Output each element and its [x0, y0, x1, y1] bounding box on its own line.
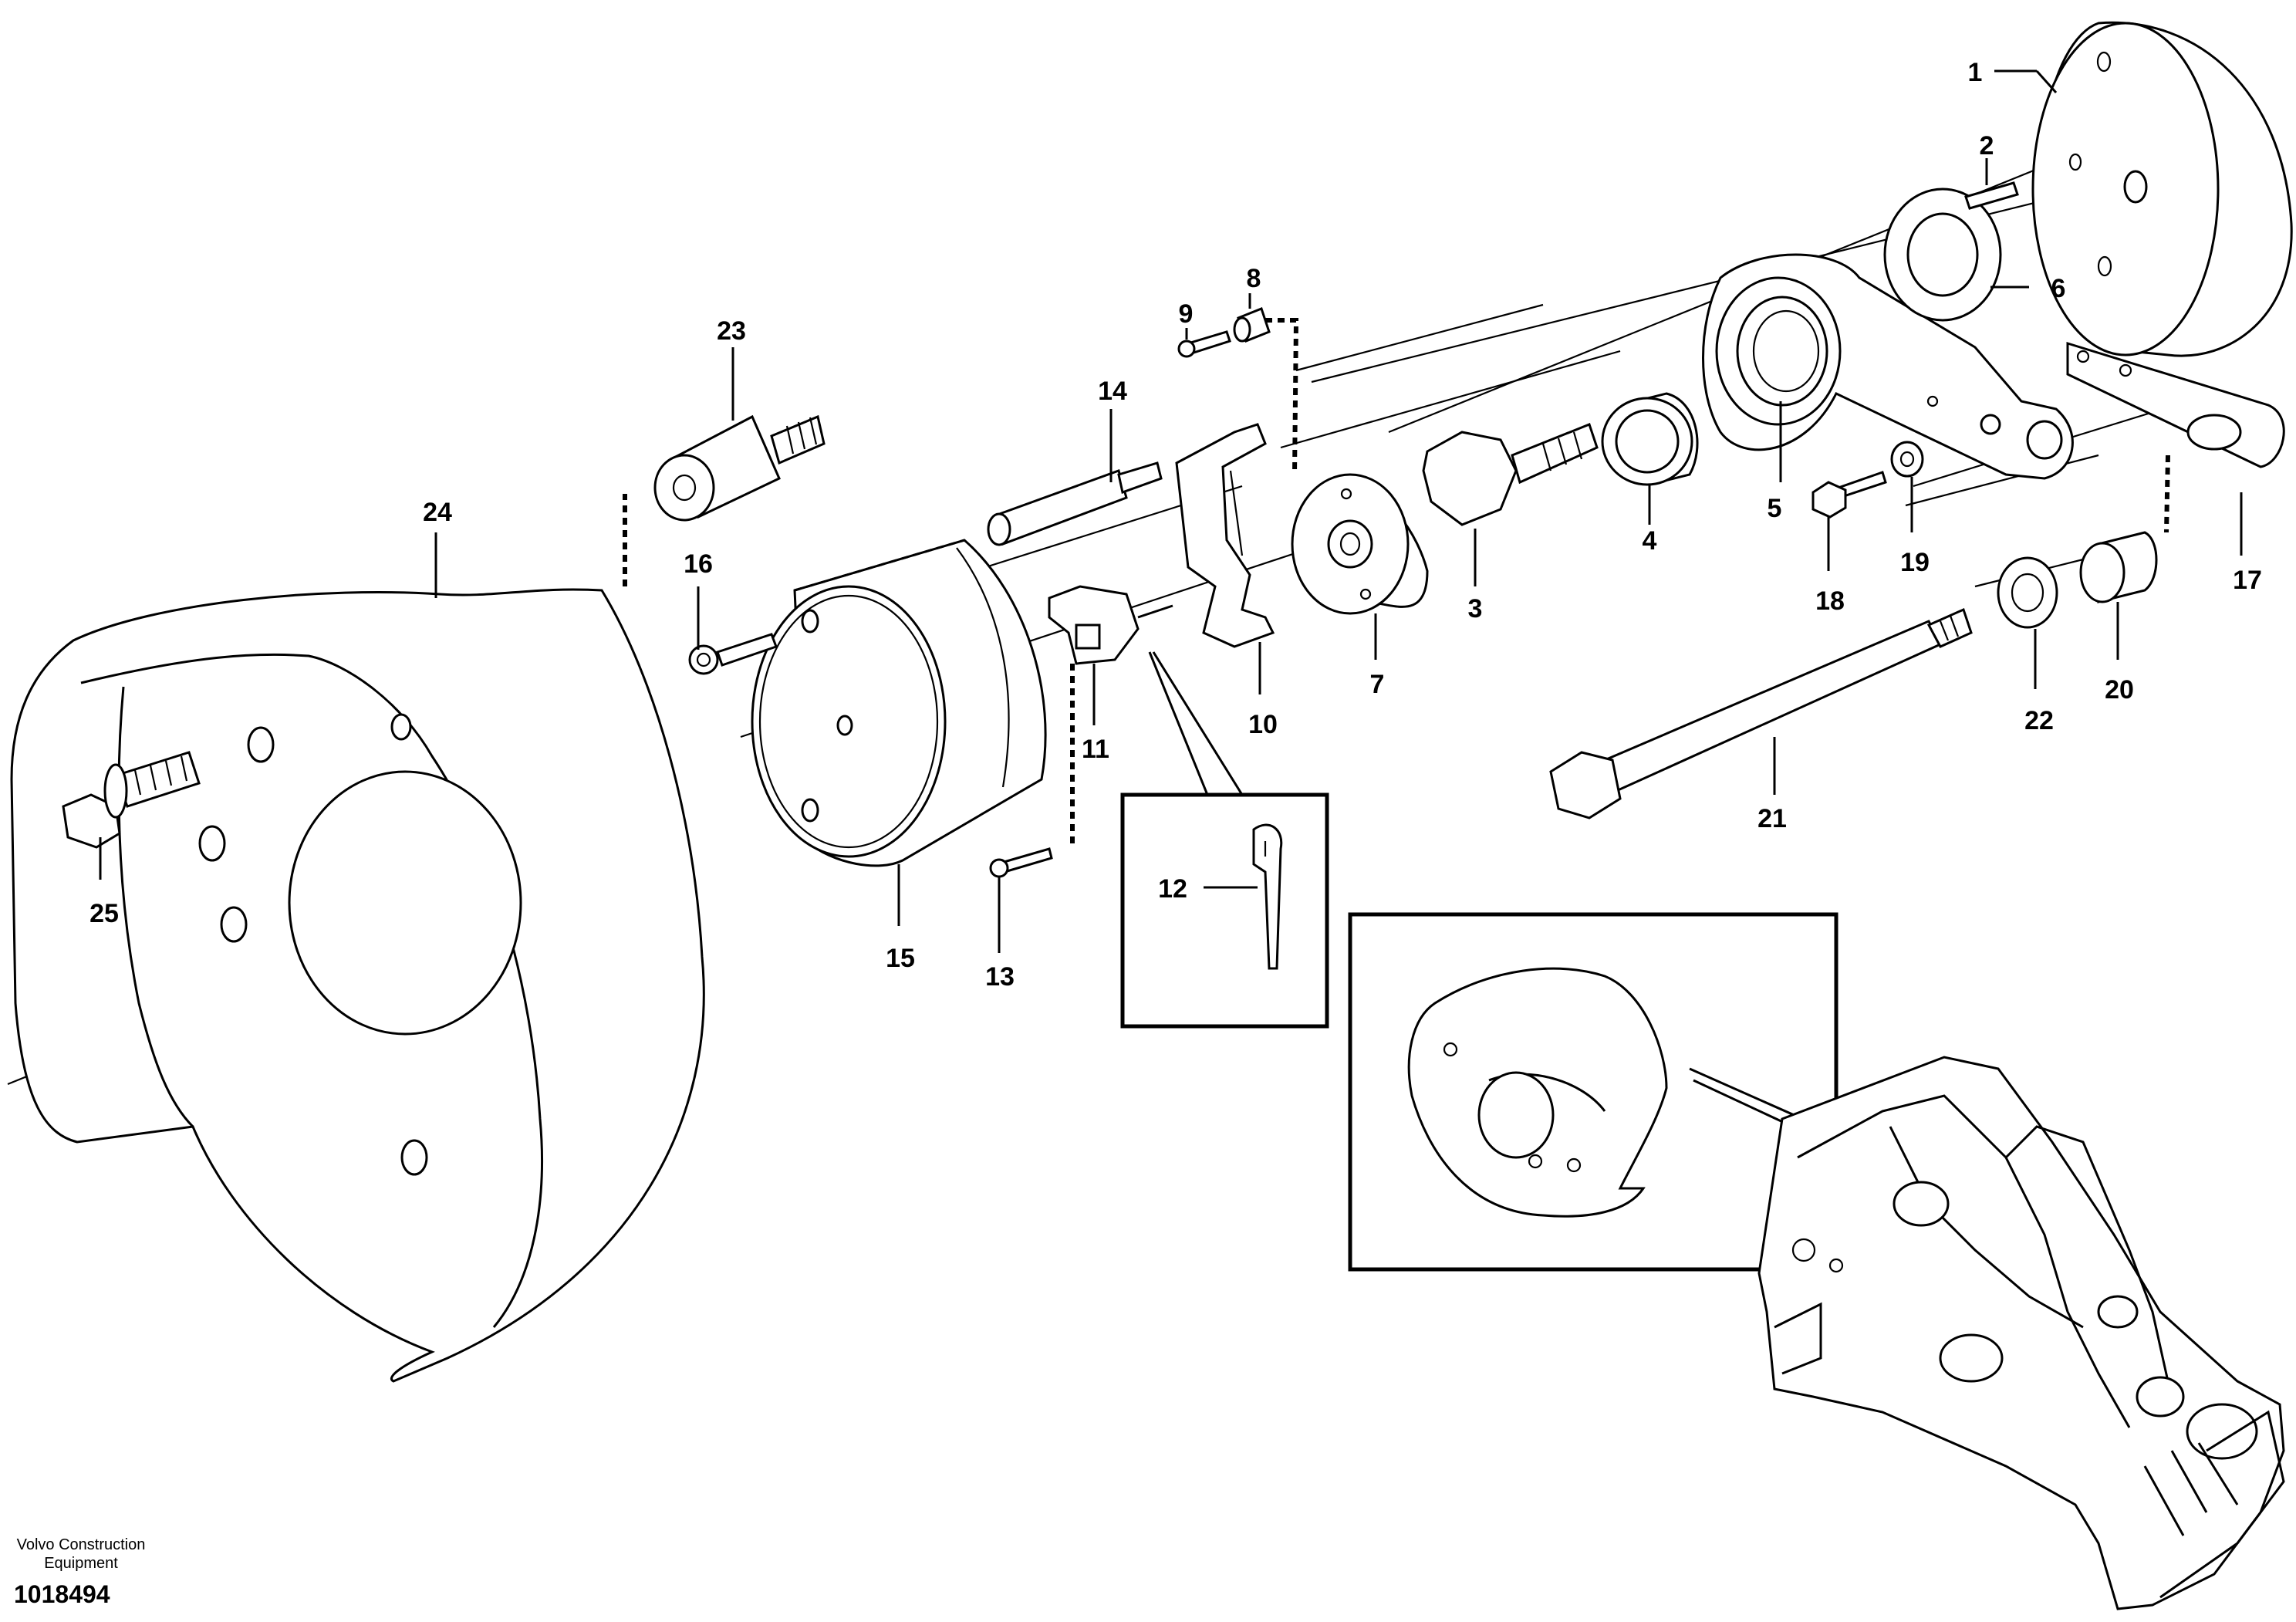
callout-11: 11	[1082, 735, 1109, 764]
part-20-sleeve	[2079, 531, 2158, 603]
callout-3: 3	[1468, 594, 1483, 623]
callout-23: 23	[717, 316, 746, 346]
part-9-screw	[1177, 330, 1231, 358]
part-17-link	[2066, 341, 2285, 533]
part-11-sensor	[1048, 585, 1173, 845]
callout-2: 2	[1980, 131, 1994, 161]
detail-inset-12	[1120, 651, 1329, 1029]
part-3-knob	[1422, 423, 1599, 526]
part-16-screw	[688, 633, 778, 675]
callout-24: 24	[423, 498, 452, 527]
part-13-screw	[989, 847, 1053, 878]
callout-15: 15	[886, 944, 915, 973]
part-7-disc	[1291, 473, 1429, 615]
brand-label: Volvo Construction Equipment	[16, 1536, 146, 1572]
part-24-guard	[10, 588, 705, 1383]
callout-19: 19	[1900, 548, 1930, 577]
part-5-bearing-arm	[1702, 253, 2074, 480]
callout-1: 1	[1968, 58, 1983, 87]
callout-12: 12	[1158, 874, 1187, 904]
callout-9: 9	[1179, 299, 1194, 329]
callout-17: 17	[2233, 566, 2262, 595]
part-25-bolt	[62, 751, 201, 849]
part-4-bushing	[1601, 392, 1699, 486]
callout-labels: 1 2 3 4 5 6 7 8 9 10 11 12 13 14 15 16 1…	[89, 58, 2262, 992]
callout-10: 10	[1248, 710, 1278, 739]
callout-21: 21	[1757, 804, 1787, 833]
callout-18: 18	[1815, 586, 1845, 616]
part-2-pin	[1964, 181, 2019, 210]
callout-16: 16	[684, 549, 713, 579]
part-21-bolt	[1549, 607, 1973, 819]
detail-inset-cover	[1348, 912, 2099, 1272]
callout-13: 13	[985, 962, 1015, 992]
callout-22: 22	[2024, 706, 2054, 735]
part-23-spacer	[623, 414, 826, 586]
part-14-sleeve	[987, 461, 1163, 546]
callout-5: 5	[1768, 494, 1782, 523]
callout-4: 4	[1643, 526, 1657, 556]
loader-boom-illustration	[1757, 1056, 2285, 1610]
part-15-cover	[751, 539, 1047, 867]
callout-20: 20	[2105, 675, 2134, 705]
callout-7: 7	[1370, 670, 1385, 699]
part-10-bracket	[1175, 423, 1275, 648]
document-number: 1018494	[14, 1580, 110, 1608]
callout-25: 25	[89, 899, 119, 928]
part-19-washer	[1890, 441, 1924, 478]
callout-14: 14	[1098, 377, 1127, 406]
part-6-washer	[1883, 188, 2002, 322]
part-18-screw	[1811, 471, 1887, 519]
part-1-plate	[2031, 21, 2293, 357]
leader-lines	[99, 69, 2243, 953]
part-8-bushing	[1233, 307, 1299, 475]
callout-8: 8	[1247, 264, 1261, 293]
callout-6: 6	[2051, 274, 2066, 303]
part-22-washer	[1997, 556, 2058, 629]
